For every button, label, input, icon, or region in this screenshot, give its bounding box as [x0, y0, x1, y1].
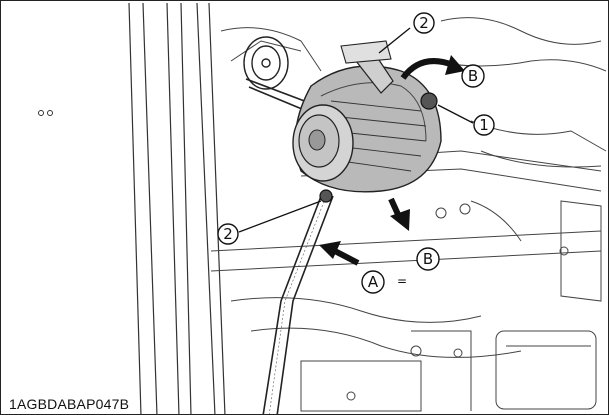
rotation-arrow-b: [400, 55, 465, 80]
callout-2-lower-label: 2: [223, 225, 233, 243]
callout-a: [361, 270, 385, 294]
callout-b-lower: [416, 247, 440, 271]
belt-texture: [268, 193, 328, 414]
callout-b-lower-label: B: [423, 250, 433, 268]
figure-code: 1AGBDABAP047B: [9, 396, 130, 412]
arrow-a: [319, 241, 360, 266]
engine-background: [210, 17, 607, 412]
callout-circles: [217, 12, 495, 294]
callout-a-label: A: [368, 273, 379, 291]
left-frame: [128, 2, 226, 414]
upper-pulley: [243, 36, 289, 90]
callout-1-label: 1: [479, 116, 489, 134]
leader-lines: [238, 27, 474, 233]
arrow-b-lower: [388, 197, 410, 231]
callout-1: [473, 114, 495, 136]
callout-2-top: [413, 12, 435, 34]
alternator: [292, 40, 442, 203]
a-b-separator: =: [397, 274, 407, 288]
callout-b-upper: [461, 64, 485, 88]
callout-b-upper-label: B: [468, 67, 478, 85]
panel-holes: [38, 110, 53, 116]
callout-2-lower: [217, 223, 239, 245]
callout-2-top-label: 2: [419, 14, 429, 32]
